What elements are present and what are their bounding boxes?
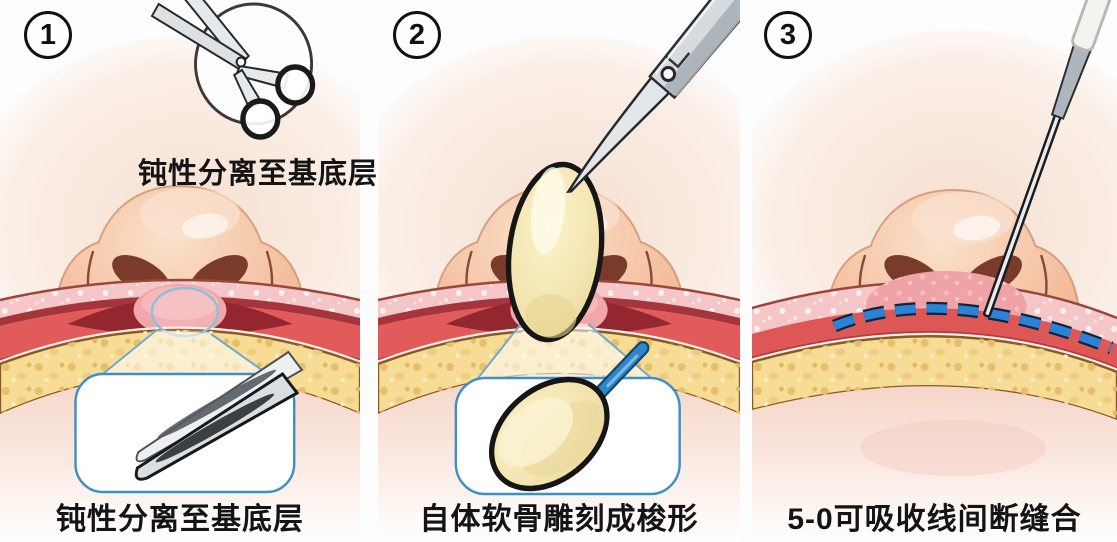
panel-step-2: 2 自体软骨雕刻成梭形 — [378, 0, 740, 542]
step-caption: 自体软骨雕刻成梭形 — [419, 503, 699, 536]
step-caption: 5-0可吸收线间断缝合 — [787, 503, 1082, 536]
muscle-dark-strip — [0, 296, 360, 326]
icon-annotation: 钝性分离至基底层 — [137, 158, 379, 190]
hemostat-pivot-hole — [660, 65, 677, 82]
panel-step-3: 3 5-0可吸收线间断缝合 — [752, 0, 1117, 542]
panel-step-1: 1 钝性分离至基底层 钝性分离至基底层 — [0, 0, 377, 542]
step-number-badge: 3 — [764, 11, 812, 59]
step-number-badge: 1 — [24, 11, 72, 59]
step-number: 1 — [39, 18, 57, 51]
carved-cartilage — [488, 376, 610, 492]
step-caption: 钝性分离至基底层 — [56, 503, 304, 536]
step-number: 3 — [779, 18, 797, 51]
suture-line — [832, 301, 1114, 355]
cartilage-graft — [505, 161, 605, 343]
scissors-pivot-screw — [235, 56, 247, 68]
forceps-tips-icon — [134, 350, 304, 481]
step-number-badge: 2 — [393, 11, 441, 59]
soft-shadow-blob — [859, 420, 1047, 476]
suture-needle-icon — [983, 0, 1117, 318]
hemostat-icon — [566, 0, 740, 194]
scissors-icon — [150, 0, 316, 140]
carving-tool — [593, 341, 650, 400]
step-number: 2 — [408, 18, 426, 51]
